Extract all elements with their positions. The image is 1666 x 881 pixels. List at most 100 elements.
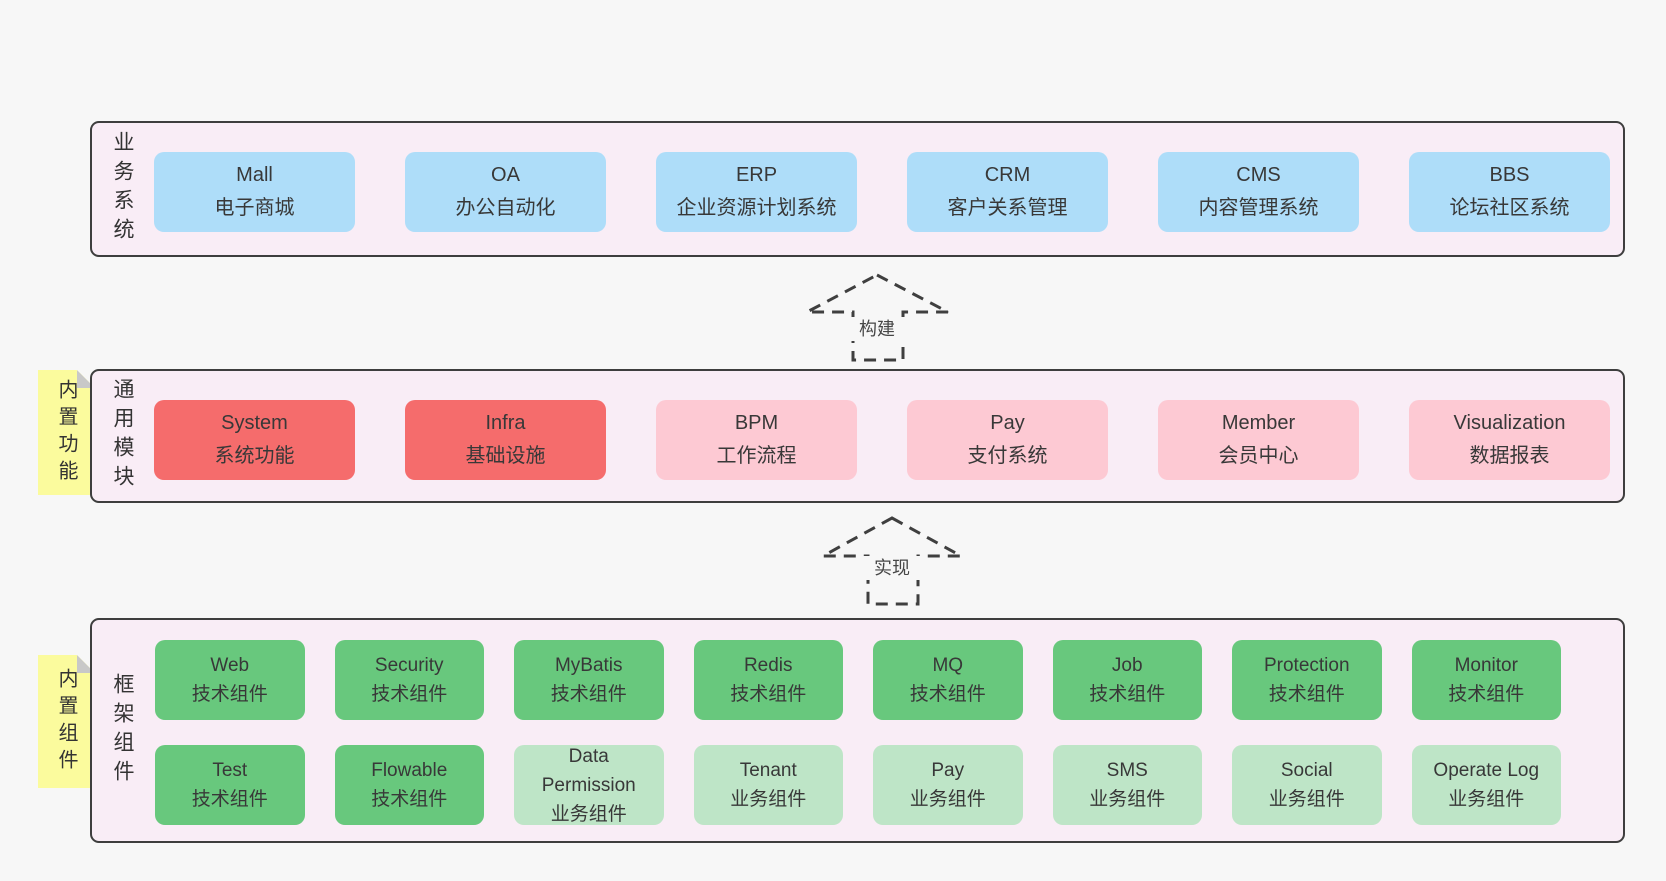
box-desc: 技术组件 — [550, 684, 627, 705]
box-cms: CMS 内容管理系统 — [1158, 152, 1359, 232]
box-desc: 系统功能 — [214, 445, 295, 467]
box-name: Mall — [236, 164, 273, 186]
box-desc: 技术组件 — [371, 789, 448, 810]
modules-box-row: System 系统功能 Infra 基础设施 BPM 工作流程 Pay 支付系统… — [154, 400, 1610, 480]
box-infra: Infra 基础设施 — [405, 400, 606, 480]
layer-label: 框架组件 — [111, 672, 134, 789]
box-bbs: BBS 论坛社区系统 — [1409, 152, 1610, 232]
box-name: ERP — [735, 164, 778, 186]
components-box-row-2: Test 技术组件 Flowable 技术组件 Data Permission … — [155, 745, 1561, 825]
arrow-up-implement — [822, 516, 962, 606]
box-name: Security — [374, 655, 444, 676]
box-desc: 技术组件 — [730, 684, 807, 705]
box-desc: 会员中心 — [1218, 445, 1299, 467]
box-flowable: Flowable 技术组件 — [334, 745, 484, 825]
note-label: 内置组件 — [55, 667, 77, 776]
box-name: Redis — [743, 655, 793, 676]
box-name: Operate Log — [1433, 760, 1540, 781]
box-name: Protection — [1263, 655, 1350, 676]
box-protection: Protection 技术组件 — [1232, 640, 1382, 720]
sticky-note-built-in-features: 内置功能 — [38, 370, 95, 495]
box-name: Visualization — [1453, 412, 1566, 434]
box-desc: 技术组件 — [909, 684, 986, 705]
box-name: Test — [212, 760, 248, 781]
box-desc: 基础设施 — [465, 445, 546, 467]
box-name: BPM — [734, 412, 779, 434]
box-oa: OA 办公自动化 — [405, 152, 606, 232]
box-name: System — [221, 412, 288, 434]
box-name: Member — [1221, 412, 1296, 434]
box-operate-log: Operate Log 业务组件 — [1411, 745, 1561, 825]
note-label: 内置功能 — [55, 378, 77, 487]
box-desc: 技术组件 — [1268, 684, 1345, 705]
box-desc: 工作流程 — [716, 445, 797, 467]
box-desc: 电子商城 — [214, 197, 295, 219]
box-mall: Mall 电子商城 — [154, 152, 355, 232]
layer-label: 业务系统 — [111, 131, 134, 247]
box-crm: CRM 客户关系管理 — [907, 152, 1108, 232]
box-name: MyBatis — [554, 655, 623, 676]
box-name: MQ — [932, 655, 964, 676]
layer-common-modules: 通用模块 System 系统功能 Infra 基础设施 BPM 工作流程 Pay… — [90, 369, 1625, 503]
box-bpm: BPM 工作流程 — [656, 400, 857, 480]
layer-business-systems: 业务系统 Mall 电子商城 OA 办公自动化 ERP 企业资源计划系统 CRM… — [90, 121, 1625, 257]
box-tenant: Tenant 业务组件 — [693, 745, 843, 825]
box-name: Monitor — [1454, 655, 1518, 676]
box-job: Job 技术组件 — [1052, 640, 1202, 720]
box-name: SMS — [1106, 760, 1148, 781]
box-name: Pay — [990, 412, 1025, 434]
components-box-row-1: Web 技术组件 Security 技术组件 MyBatis 技术组件 Redi… — [155, 640, 1561, 720]
box-mq: MQ 技术组件 — [873, 640, 1023, 720]
arrow-implement-label: 实现 — [858, 556, 926, 580]
box-social: Social 业务组件 — [1232, 745, 1382, 825]
box-desc: 技术组件 — [371, 684, 448, 705]
business-box-row: Mall 电子商城 OA 办公自动化 ERP 企业资源计划系统 CRM 客户关系… — [154, 152, 1610, 232]
box-pay-component: Pay 业务组件 — [873, 745, 1023, 825]
box-desc: 技术组件 — [1448, 684, 1525, 705]
box-desc: 论坛社区系统 — [1449, 197, 1570, 219]
box-name: Infra — [485, 412, 526, 434]
box-name: BBS — [1489, 164, 1530, 186]
box-desc: 业务组件 — [550, 803, 627, 825]
block-arrow-icon — [822, 516, 962, 606]
box-desc: 业务组件 — [1089, 789, 1166, 810]
box-erp: ERP 企业资源计划系统 — [656, 152, 857, 232]
box-pay-system: Pay 支付系统 — [907, 400, 1108, 480]
box-desc: 技术组件 — [191, 789, 268, 810]
box-name: OA — [491, 164, 520, 186]
box-monitor: Monitor 技术组件 — [1411, 640, 1561, 720]
box-name: Job — [1111, 655, 1143, 676]
box-security: Security 技术组件 — [334, 640, 484, 720]
box-system: System 系统功能 — [154, 400, 355, 480]
box-test: Test 技术组件 — [155, 745, 305, 825]
layer-framework-components: 框架组件 Web 技术组件 Security 技术组件 MyBatis 技术组件… — [90, 618, 1625, 843]
box-desc: 客户关系管理 — [947, 197, 1068, 219]
box-data-permission: Data Permission 业务组件 — [514, 745, 664, 825]
box-name: Pay — [931, 760, 965, 781]
layer-label: 通用模块 — [111, 378, 134, 494]
box-desc: 企业资源计划系统 — [676, 197, 837, 219]
box-name: Social — [1280, 760, 1333, 781]
box-desc: 技术组件 — [191, 684, 268, 705]
box-desc: 业务组件 — [730, 789, 807, 810]
arrow-build-label: 构建 — [843, 317, 911, 341]
box-desc: 数据报表 — [1469, 445, 1550, 467]
box-mybatis: MyBatis 技术组件 — [514, 640, 664, 720]
box-name: Tenant — [739, 760, 797, 781]
box-name: Data Permission — [541, 745, 636, 796]
box-desc: 办公自动化 — [455, 197, 556, 219]
box-name: CRM — [984, 164, 1031, 186]
box-desc: 支付系统 — [967, 445, 1048, 467]
box-name: CMS — [1236, 164, 1281, 186]
box-name: Web — [210, 655, 250, 676]
box-desc: 内容管理系统 — [1198, 197, 1319, 219]
arrow-up-build — [806, 273, 949, 362]
box-web: Web 技术组件 — [155, 640, 305, 720]
sticky-note-built-in-components: 内置组件 — [38, 655, 95, 788]
box-desc: 技术组件 — [1089, 684, 1166, 705]
box-desc: 业务组件 — [1268, 789, 1345, 810]
box-name: Flowable — [371, 760, 448, 781]
box-desc: 业务组件 — [909, 789, 986, 810]
box-redis: Redis 技术组件 — [693, 640, 843, 720]
